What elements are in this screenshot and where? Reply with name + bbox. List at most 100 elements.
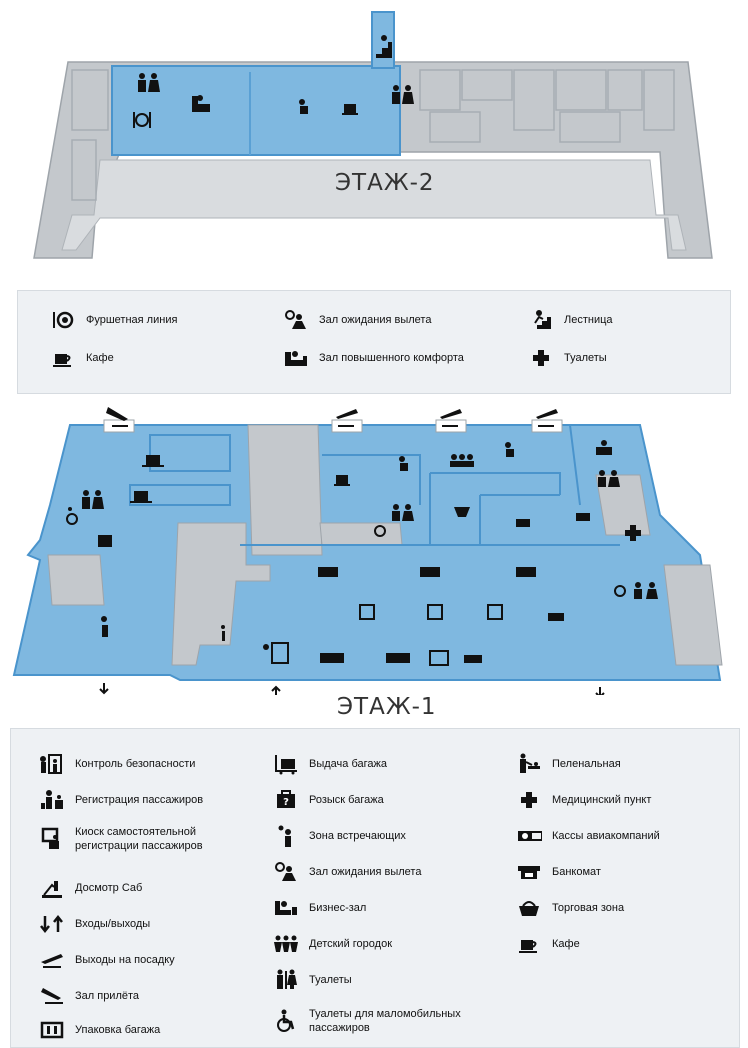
legend-item-business-lounge: Бизнес-зал xyxy=(273,897,366,919)
legend-item-check-in: Регистрация пассажиров xyxy=(39,789,203,811)
legend-item-cafe: Кафе xyxy=(50,347,114,369)
svg-text:?: ? xyxy=(283,797,289,808)
waiting-hall-icon xyxy=(273,861,299,883)
floor-1-title: ЭТАЖ-1 xyxy=(337,694,437,720)
map-waiting-icon xyxy=(299,99,308,114)
map-departure-gate-icon xyxy=(536,409,558,427)
floor-1-building xyxy=(12,424,722,681)
map-hand-luggage-icon xyxy=(516,519,530,527)
map-arrival-gate-icon xyxy=(106,407,128,427)
atm-icon xyxy=(516,861,542,883)
legend-item-departure-gates: Выходы на посадку xyxy=(39,949,175,971)
map-lost-baggage-icon xyxy=(98,535,112,547)
stairs-icon xyxy=(528,309,554,331)
cafe-icon xyxy=(516,933,542,955)
legend-item-cafe: Кафе xyxy=(516,933,580,955)
map-playground-icon xyxy=(450,454,474,467)
map-kiosk-icon xyxy=(427,604,443,620)
medical-cross-icon xyxy=(516,789,542,811)
map-shop-icon xyxy=(454,507,470,517)
legend-item-baggage-claim: Выдача багажа xyxy=(273,753,387,775)
entrance-exit-icon xyxy=(39,913,65,935)
legend-item-atm: Банкомат xyxy=(516,861,601,883)
legend-item-entrance-exit: Входы/выходы xyxy=(39,913,150,935)
map-medical-icon xyxy=(625,525,641,541)
arrival-hall-icon xyxy=(39,985,65,1007)
legend-item-hand-luggage: Досмотр Саб xyxy=(39,877,142,899)
self-check-in-kiosk-icon xyxy=(39,827,65,850)
legend-item-stairs: Лестница xyxy=(528,309,613,331)
map-departure-gate-icon xyxy=(336,409,358,427)
map-comfort-lounge-icon xyxy=(192,95,210,112)
security-control-icon xyxy=(39,753,65,775)
map-accessible-icon xyxy=(374,525,386,537)
map-departure-gate-icon xyxy=(440,409,462,427)
legend-item-self-check-in: Киоск самостоятельной регистрации пассаж… xyxy=(39,825,239,853)
map-stairs-icon xyxy=(376,35,392,58)
legend-item-buffet: Фуршетная линия xyxy=(50,309,177,331)
map-atm-icon xyxy=(464,655,482,663)
toilets-icon xyxy=(273,969,299,991)
map-exit-arrow-icon xyxy=(595,687,605,695)
legend-item-airline-ticket-office: Кассы авиакомпаний xyxy=(516,825,660,847)
accessible-toilet-icon xyxy=(273,1009,299,1032)
legend-item-meeting-zone: Зона встречающих xyxy=(273,825,406,847)
map-entrance-arrow-icon xyxy=(271,685,281,695)
shop-icon xyxy=(516,897,542,919)
map-accessible-icon xyxy=(66,507,78,525)
map-check-in-icon xyxy=(318,567,338,577)
map-atm-icon xyxy=(548,613,564,621)
playground-icon xyxy=(273,933,299,955)
legend-item-baggage-wrap: Упаковка багажа xyxy=(39,1019,160,1041)
floor-2-map xyxy=(33,11,713,259)
map-meeting-icon xyxy=(101,616,108,637)
baggage-wrap-icon xyxy=(39,1019,65,1041)
map-baggage-claim-icon xyxy=(142,455,164,467)
legend-item-arrival-hall: Зал прилёта xyxy=(39,985,139,1007)
legend-item-waiting-hall: Зал ожидания вылета xyxy=(283,309,431,331)
legend-item-security-control: Контроль безопасности xyxy=(39,753,195,775)
map-toilets-icon xyxy=(138,73,160,92)
floor-2-waiting-zone xyxy=(111,65,401,156)
map-waiting-icon xyxy=(399,456,408,471)
map-toilets-icon xyxy=(598,470,620,487)
map-waiting-icon xyxy=(505,442,514,457)
baby-room-icon xyxy=(516,753,542,775)
check-in-icon xyxy=(39,789,65,811)
map-cafe-icon xyxy=(334,475,350,486)
baggage-claim-icon xyxy=(273,753,299,775)
map-check-in-icon xyxy=(420,567,440,577)
map-security-icon xyxy=(263,642,289,664)
map-ticket-office-icon xyxy=(320,653,344,663)
lost-baggage-icon: ? xyxy=(273,789,299,811)
map-ticket-office-icon xyxy=(386,653,410,663)
map-baggage-wrap-icon xyxy=(429,650,449,666)
map-business-lounge-icon xyxy=(596,440,612,455)
floor-1-legend: Контроль безопасности Регистрация пассаж… xyxy=(10,728,740,1048)
legend-item-toilets: Туалеты xyxy=(273,969,352,991)
map-kiosk-icon xyxy=(359,604,375,620)
legend-item-lost-baggage: ? Розыск багажа xyxy=(273,789,384,811)
map-check-in-icon xyxy=(516,567,536,577)
legend-item-waiting-hall-1: Зал ожидания вылета xyxy=(273,861,421,883)
airline-ticket-office-icon xyxy=(516,825,542,847)
legend-item-shop: Торговая зона xyxy=(516,897,624,919)
legend-item-toilets: Туалеты xyxy=(528,347,607,369)
legend-item-accessible-toilets: Туалеты для маломобильных пассажиров xyxy=(273,1007,483,1035)
map-baggage-claim-icon xyxy=(130,491,152,503)
waiting-hall-icon xyxy=(283,309,309,331)
map-buffet-icon xyxy=(133,112,151,128)
legend-item-baby-room: Пеленальная xyxy=(516,753,621,775)
map-kiosk-icon xyxy=(487,604,503,620)
meeting-zone-icon xyxy=(273,825,299,847)
floor-1-map xyxy=(12,407,723,695)
map-info-icon xyxy=(221,625,225,641)
map-toilets-icon xyxy=(634,582,658,599)
legend-item-medical: Медицинский пункт xyxy=(516,789,651,811)
map-toilets-icon xyxy=(392,85,414,104)
cross-icon xyxy=(528,347,554,369)
comfort-lounge-icon xyxy=(283,347,309,369)
map-accessible-icon xyxy=(614,585,626,597)
buffet-icon xyxy=(50,309,76,331)
legend-item-comfort-lounge: Зал повышенного комфорта xyxy=(283,347,464,369)
